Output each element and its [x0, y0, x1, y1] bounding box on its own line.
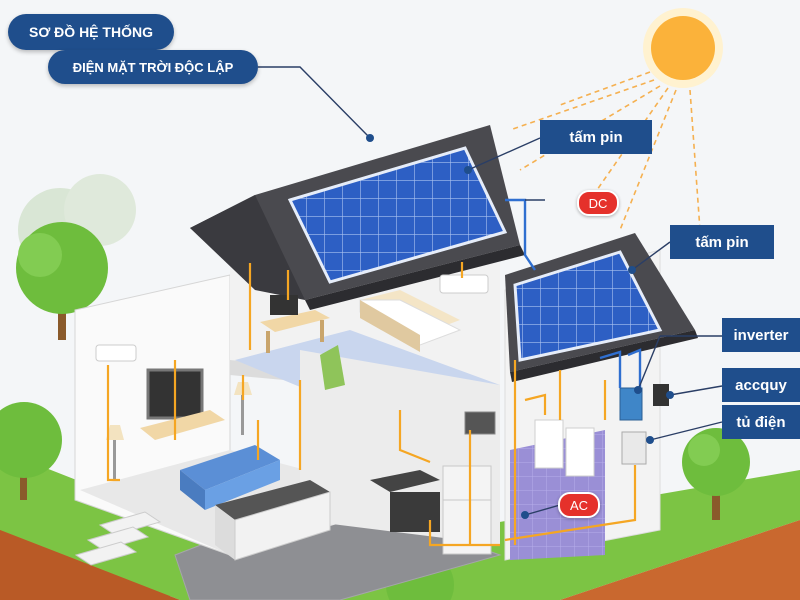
- tree-left: [16, 222, 108, 340]
- kitchen: [215, 465, 492, 561]
- dc-tag: DC: [577, 190, 619, 216]
- tree-left-bottom: [0, 402, 62, 500]
- label-inverter: inverter: [722, 318, 800, 352]
- label-solar-panel-main: tấm pin: [540, 120, 652, 154]
- solar-panel-main: [287, 146, 508, 284]
- label-battery: accquy: [722, 368, 800, 402]
- solar-panel-side: [513, 250, 663, 362]
- callout-dots: [366, 134, 674, 519]
- title-line-2: ĐIỆN MẶT TRỜI ĐỘC LẬP: [48, 50, 258, 84]
- patio-floor: [175, 495, 500, 600]
- callout-leaders: [258, 66, 723, 516]
- ac-wiring: [106, 262, 637, 547]
- annex-equipment: [464, 384, 669, 477]
- living-room: [95, 344, 280, 510]
- label-electrical-cabinet: tủ điện: [722, 405, 800, 439]
- bedroom: [260, 274, 489, 390]
- title-line-1: SƠ ĐỒ HỆ THỐNG: [8, 14, 174, 50]
- sun-icon: [643, 8, 723, 88]
- stairs: [74, 511, 162, 566]
- label-solar-panel-side: tấm pin: [670, 225, 774, 259]
- ac-tag: AC: [558, 492, 600, 518]
- tree-right: [682, 428, 750, 520]
- dc-wiring: [505, 198, 642, 388]
